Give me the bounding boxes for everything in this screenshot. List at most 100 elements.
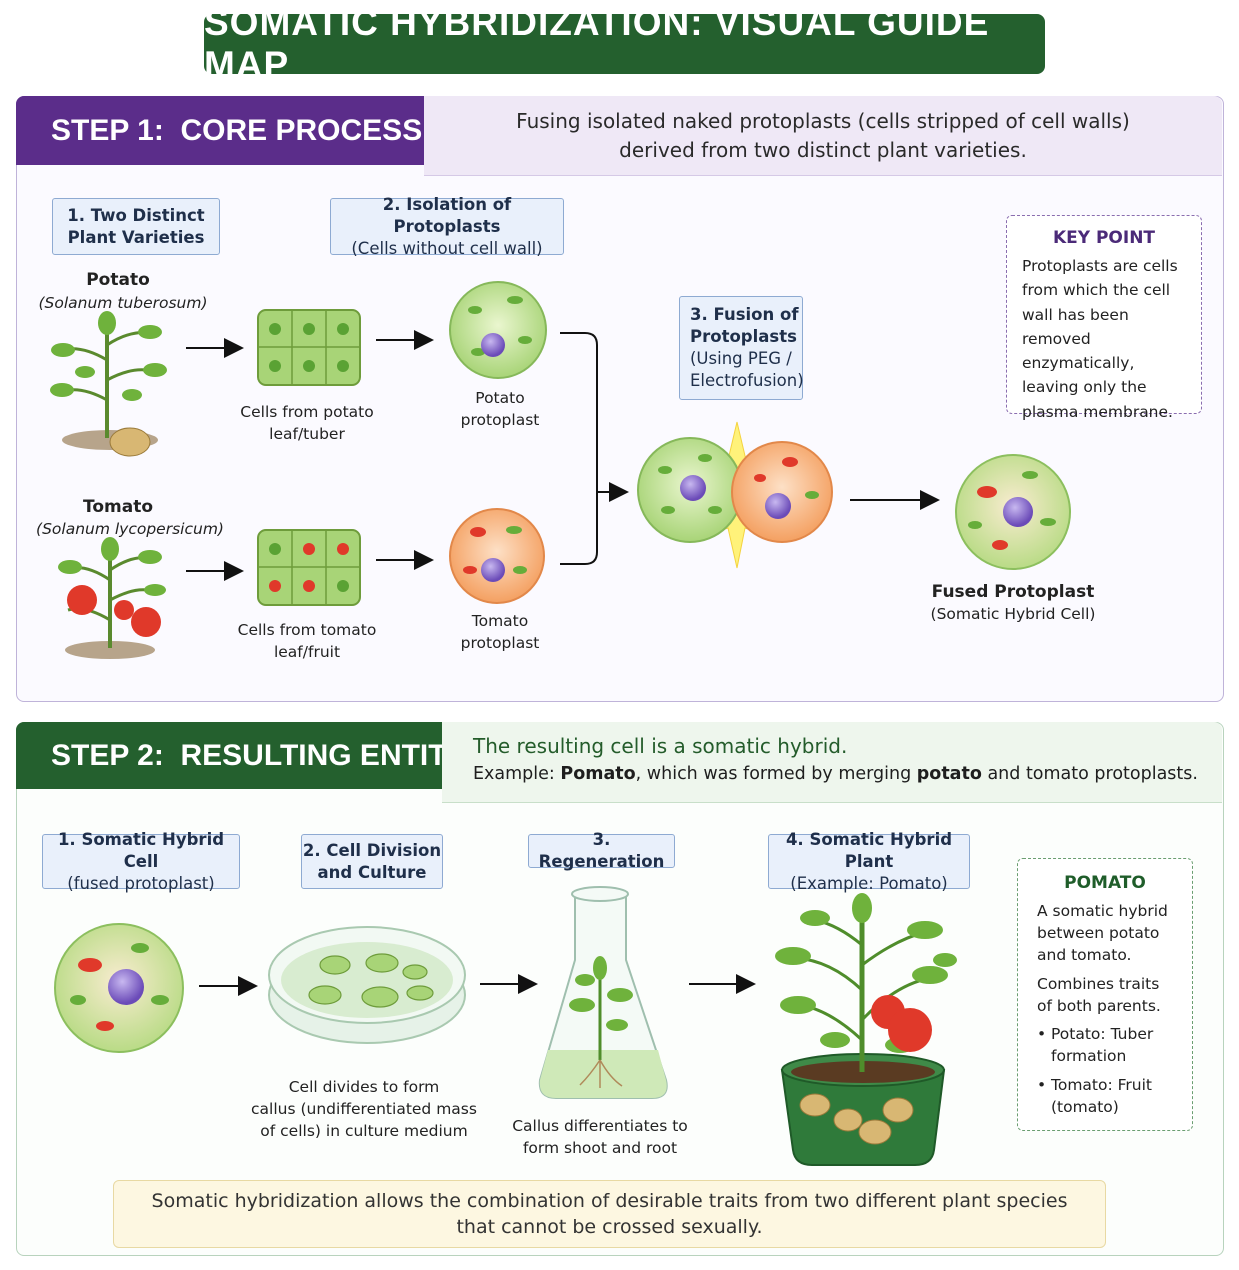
tomato-protoplast-caption: Tomato protoplast xyxy=(440,610,560,654)
tomato-cells-line2: leaf/fruit xyxy=(273,643,341,661)
culture-flask-icon xyxy=(538,886,668,1099)
potato-scientific: (Solanum tuberosum) xyxy=(38,294,208,312)
step1-heading: STEP 1: CORE PROCESS xyxy=(16,96,424,165)
label-regeneration: 3. Regeneration xyxy=(528,830,675,871)
tomato-protoplast-icon xyxy=(449,508,545,604)
tomato-protoplast-line2: protoplast xyxy=(460,634,540,652)
pomato-bullet1-line: formation xyxy=(1051,1047,1127,1065)
tomato-cells-line1: Cells from tomato xyxy=(237,621,377,639)
label-fusion-line4: Electrofusion) xyxy=(690,371,804,390)
pomato-text1-line: and tomato. xyxy=(1037,946,1132,964)
label-fusion-line2: Protoplasts xyxy=(690,327,797,346)
potato-cells-caption: Cells from potato leaf/tuber xyxy=(222,401,392,445)
pomato-text1-line: between potato xyxy=(1037,924,1160,942)
key-point-line: plasma membrane. xyxy=(1022,402,1173,421)
footer-line2: that cannot be crossed sexually. xyxy=(456,1216,763,1238)
division-caption-line: callus (undifferentiated mass xyxy=(251,1100,477,1118)
fused-protoplast-caption: Fused Protoplast (Somatic Hybrid Cell) xyxy=(913,581,1113,625)
pomato-bullet2-line: (tomato) xyxy=(1051,1098,1119,1116)
pomato-bullet1-line: Potato: Tuber xyxy=(1051,1025,1154,1043)
label-somatic-hybrid-plant-line1: 4. Somatic Hybrid Plant xyxy=(785,829,953,871)
label-cell-division-line1: 2. Cell Division xyxy=(302,840,442,860)
step2-desc-mid: , which was formed by merging xyxy=(635,764,917,784)
step1-desc-line2: derived from two distinct plant varietie… xyxy=(619,137,1027,162)
tomato-plant-icon xyxy=(58,537,166,659)
petri-dish-icon xyxy=(268,926,466,1044)
step2-desc-bold1: Pomato xyxy=(560,764,636,784)
label-isolation-line2: (Cells without cell wall) xyxy=(351,238,543,258)
division-caption: Cell divides to form callus (undifferent… xyxy=(244,1076,484,1142)
page-title: SOMATIC HYBRIDIZATION: VISUAL GUIDE MAP xyxy=(204,2,1045,85)
pomato-bullet2-line: Tomato: Fruit xyxy=(1051,1076,1152,1094)
potato-protoplast-line1: Potato xyxy=(475,389,525,407)
label-fusion-line1: 3. Fusion of xyxy=(690,305,799,324)
potato-protoplast-icon xyxy=(449,281,547,379)
tomato-name: Tomato xyxy=(82,497,153,517)
key-point-line: wall has been xyxy=(1022,305,1129,324)
key-point-line: removed enzymatically, xyxy=(1022,329,1135,373)
tomato-protoplast-line1: Tomato xyxy=(471,612,529,630)
step2-desc-bold2: potato xyxy=(916,764,982,784)
merge-bracket-icon xyxy=(560,332,598,565)
pomato-title: POMATO xyxy=(1064,873,1146,893)
step1-desc-line1: Fusing isolated naked protoplasts (cells… xyxy=(516,108,1130,133)
step2-desc-prefix: Example: xyxy=(473,764,561,784)
label-two-varieties-line1: 1. Two Distinct xyxy=(67,205,205,225)
step2-desc-suffix: and tomato protoplasts. xyxy=(981,764,1198,784)
fused-line2: (Somatic Hybrid Cell) xyxy=(930,605,1096,623)
regeneration-caption-line: form shoot and root xyxy=(522,1139,678,1157)
step1-description: Fusing isolated naked protoplasts (cells… xyxy=(424,96,1222,176)
pomato-plant-icon xyxy=(775,893,957,1166)
label-isolation-line1: 2. Isolation of Protoplasts xyxy=(382,194,512,236)
label-fusion-line3: (Using PEG / xyxy=(690,349,792,368)
key-point-line: from which the cell xyxy=(1022,281,1171,300)
tomato-cells-caption: Cells from tomato leaf/fruit xyxy=(222,619,392,663)
fusing-protoplasts-icon xyxy=(637,421,833,569)
step2-description: The resulting cell is a somatic hybrid. … xyxy=(442,722,1222,803)
step2-desc-line2: Example: Pomato, which was formed by mer… xyxy=(473,764,1222,784)
step2-heading-text: STEP 2: RESULTING ENTITY xyxy=(51,738,467,772)
label-two-varieties: 1. Two Distinct Plant Varieties xyxy=(52,198,220,255)
label-somatic-hybrid-cell-line2: (fused protoplast) xyxy=(67,873,215,893)
label-isolation: 2. Isolation of Protoplasts (Cells witho… xyxy=(330,195,564,258)
fused-line1: Fused Protoplast xyxy=(931,582,1095,602)
potato-cells-line1: Cells from potato xyxy=(240,403,374,421)
label-two-varieties-line2: Plant Varieties xyxy=(67,227,205,247)
potato-plant-icon xyxy=(50,311,167,457)
potato-protoplast-caption: Potato protoplast xyxy=(440,387,560,431)
division-caption-line: of cells) in culture medium xyxy=(260,1122,468,1140)
step1-heading-text: STEP 1: CORE PROCESS xyxy=(51,113,423,147)
label-regeneration-line1: 3. Regeneration xyxy=(538,830,665,871)
label-somatic-hybrid-cell-line1: 1. Somatic Hybrid Cell xyxy=(57,829,225,871)
step2-heading: STEP 2: RESULTING ENTITY xyxy=(16,722,467,789)
pomato-box: POMATO A somatic hybrid between potato a… xyxy=(1017,858,1193,1131)
tomato-scientific: (Solanum lycopersicum) xyxy=(36,520,224,538)
potato-protoplast-line2: protoplast xyxy=(460,411,540,429)
label-somatic-hybrid-plant-line2: (Example: Pomato) xyxy=(790,873,948,893)
somatic-hybrid-cell-icon xyxy=(54,923,184,1053)
pomato-bullet-2: •Tomato: Fruit(tomato) xyxy=(1037,1076,1152,1116)
key-point-line: leaving only the xyxy=(1022,378,1147,397)
potato-cell-block-icon xyxy=(257,309,361,386)
step2-desc-line1: The resulting cell is a somatic hybrid. xyxy=(473,734,848,758)
footer-line1: Somatic hybridization allows the combina… xyxy=(151,1190,1068,1212)
page-title-text: SOMATIC HYBRIDIZATION: VISUAL GUIDE MAP xyxy=(204,2,990,85)
key-point-text: Protoplasts are cells from which the cel… xyxy=(1007,248,1201,424)
key-point-title: KEY POINT xyxy=(1052,228,1156,248)
regeneration-caption-line: Callus differentiates to xyxy=(512,1117,688,1135)
pomato-text2-line: of both parents. xyxy=(1037,997,1161,1015)
fused-protoplast-icon xyxy=(955,454,1071,570)
potato-name: Potato xyxy=(86,270,150,290)
label-cell-division: 2. Cell Division and Culture xyxy=(301,834,443,889)
label-somatic-hybrid-plant: 4. Somatic Hybrid Plant (Example: Pomato… xyxy=(768,830,970,893)
pomato-text1-line: A somatic hybrid xyxy=(1037,902,1168,920)
tomato-cell-block-icon xyxy=(257,529,361,606)
step1-illustrations xyxy=(50,281,1071,659)
pomato-text2-line: Combines traits xyxy=(1037,975,1160,993)
summary-footer: Somatic hybridization allows the combina… xyxy=(113,1180,1106,1248)
label-cell-division-line2: and Culture xyxy=(317,862,427,882)
label-fusion: 3. Fusion of Protoplasts (Using PEG / El… xyxy=(679,296,804,400)
potato-cells-line2: leaf/tuber xyxy=(269,425,345,443)
